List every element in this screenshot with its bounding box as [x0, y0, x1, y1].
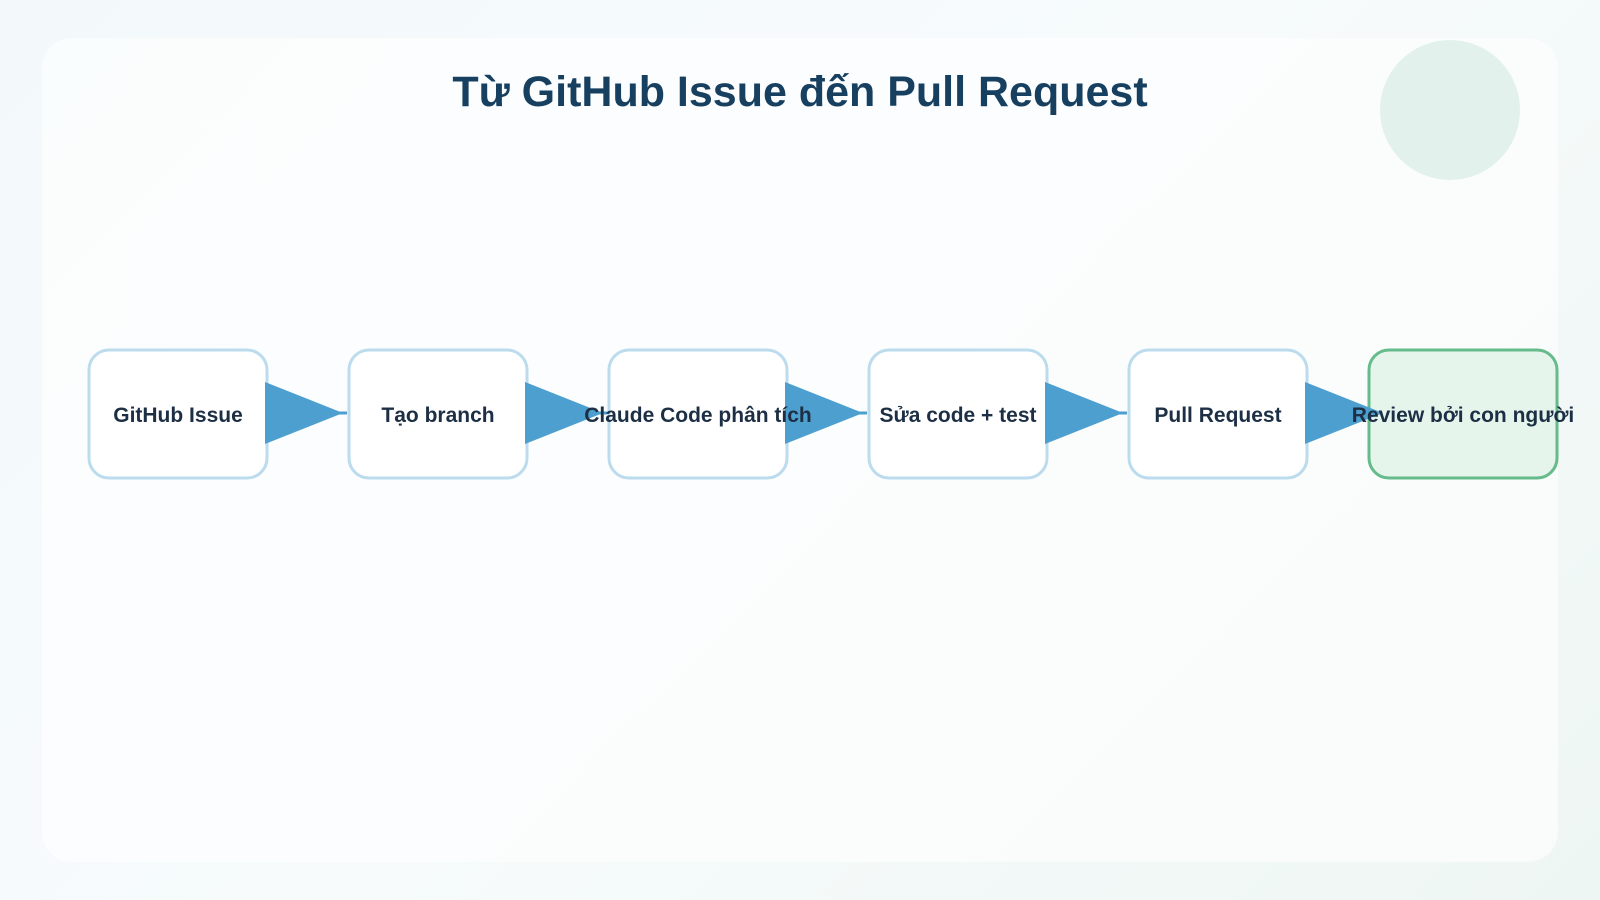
flow-arrow-3 — [785, 382, 867, 444]
flow-node-label: Claude Code phân tích — [584, 404, 812, 427]
arrows-layer — [265, 382, 1383, 444]
flow-arrow-2 — [525, 382, 607, 444]
flow-node-label: Tạo branch — [381, 404, 494, 427]
flow-arrow-1 — [265, 382, 347, 444]
flow-arrow-5 — [1305, 382, 1383, 444]
flow-node-label: Review bởi con người — [1352, 404, 1574, 427]
flow-arrow-4 — [1045, 382, 1127, 444]
diagram-title: Từ GitHub Issue đến Pull Request — [452, 68, 1148, 116]
decorative-circle — [1380, 40, 1520, 180]
labels-layer: GitHub Issue Tạo branch Claude Code phân t… — [113, 404, 1574, 427]
flow-node-label: GitHub Issue — [113, 404, 243, 427]
flow-node-label: Pull Request — [1154, 404, 1281, 427]
nodes-layer — [87, 348, 1559, 480]
flow-node-label: Sửa code + test — [879, 404, 1036, 427]
